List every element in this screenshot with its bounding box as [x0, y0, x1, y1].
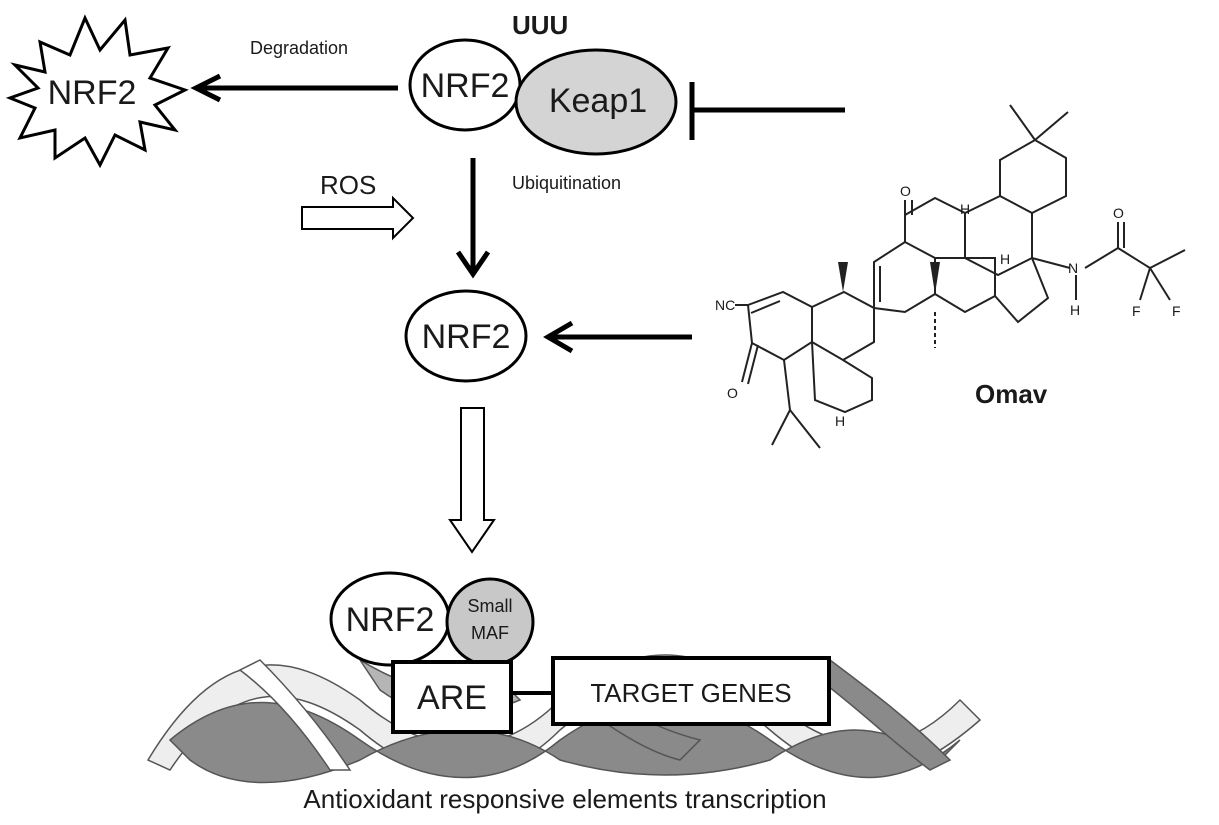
ubiquitination-label: Ubiquitination — [512, 173, 621, 193]
nrf2-keap1-complex: NRF2 Keap1 UUU Ubiquitination — [408, 10, 678, 193]
ring-b — [811, 290, 875, 362]
ring-d — [904, 196, 966, 259]
nitrogen-label: N — [1068, 260, 1078, 276]
h-low-label: H — [835, 413, 845, 429]
free-nrf2-ellipse — [404, 289, 528, 383]
degraded-nrf2: NRF2 — [5, 14, 189, 169]
ketone-left-label: O — [727, 385, 738, 401]
free-nrf2: NRF2 — [404, 289, 528, 383]
ros-arrow: ROS — [301, 170, 415, 241]
nitrile-label: NC — [715, 297, 735, 313]
keap1-label: Keap1 — [549, 82, 647, 120]
degradation-label: Degradation — [250, 38, 348, 58]
nuclear-complex: NRF2 Small MAF ARE TARGET GENES — [329, 571, 831, 734]
complex-nrf2-label: NRF2 — [421, 67, 510, 105]
amine-h-label: H — [1070, 302, 1080, 318]
free-nrf2-label: NRF2 — [422, 318, 511, 356]
target-genes-label: TARGET GENES — [590, 678, 791, 708]
amide-oxygen-label: O — [1113, 205, 1124, 221]
transcription-caption: Antioxidant responsive elements transcri… — [303, 784, 826, 814]
ring-e — [964, 194, 1033, 277]
small-maf-line1: Small — [467, 596, 512, 616]
degradation-starburst — [5, 14, 189, 169]
are-box — [391, 660, 513, 734]
fluorine-2-label: F — [1172, 303, 1181, 319]
ubiquitin-marks: UUU — [512, 10, 568, 40]
ros-label: ROS — [320, 170, 376, 200]
translocation-arrow — [448, 407, 496, 554]
ros-hollow-arrow — [301, 195, 415, 241]
activation-arrow — [543, 320, 692, 354]
degraded-nrf2-label: NRF2 — [48, 74, 137, 112]
small-maf-circle — [445, 577, 535, 667]
h-top-label: H — [960, 201, 970, 217]
release-arrow — [455, 158, 491, 279]
h-mid-label: H — [1000, 251, 1010, 267]
omav-label: Omav — [975, 379, 1048, 409]
degradation-arrow — [190, 73, 398, 103]
ketone-top-label: O — [900, 183, 911, 199]
are-label: ARE — [417, 679, 487, 717]
target-genes-box — [551, 656, 831, 726]
small-maf-line2: MAF — [471, 623, 509, 643]
fluorine-1-label: F — [1132, 303, 1141, 319]
omav-structure: NC O O O N H F F H H H Omav — [715, 104, 1186, 449]
inhibition-bar — [689, 82, 845, 140]
nuclear-nrf2-label: NRF2 — [346, 601, 435, 639]
keap1-ellipse — [514, 48, 678, 156]
ring-c — [873, 240, 936, 314]
